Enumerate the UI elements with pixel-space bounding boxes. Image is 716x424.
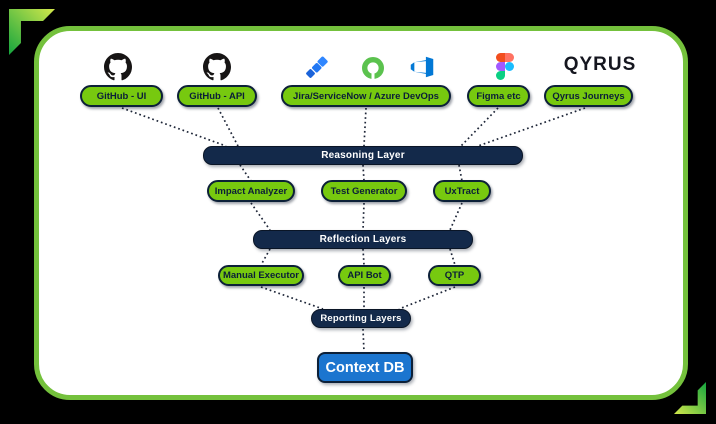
node-qtp: QTP <box>428 265 481 286</box>
pill-label: UxTract <box>444 185 480 197</box>
db-label: Context DB <box>325 359 405 376</box>
github-icon <box>203 53 231 81</box>
servicenow-icon <box>361 56 385 80</box>
node-impact-analyzer: Impact Analyzer <box>207 180 295 202</box>
pill-label: Impact Analyzer <box>214 185 288 197</box>
layer-label: Reasoning Layer <box>321 150 405 161</box>
pill-label: Jira/ServiceNow / Azure DevOps <box>293 90 439 102</box>
figma-icon <box>496 53 514 80</box>
qyrus-logo: QYRUS <box>552 53 648 77</box>
pill-label: Figma etc <box>476 90 521 102</box>
source-pill-qyrus-journeys: Qyrus Journeys <box>544 85 633 107</box>
qyrus-logo-text: QYRUS <box>563 54 637 75</box>
layer-label: Reflection Layers <box>319 234 407 245</box>
context-db-node: Context DB <box>317 352 413 383</box>
github-icon <box>104 53 132 81</box>
azure-devops-icon <box>410 55 434 79</box>
layer-label: Reporting Layers <box>320 313 402 324</box>
source-pill-github-api: GitHub - API <box>177 85 257 107</box>
pill-label: QTP <box>444 270 465 281</box>
pill-label: GitHub - API <box>189 90 245 102</box>
reflection-layers-bar: Reflection Layers <box>253 230 473 249</box>
node-test-generator: Test Generator <box>321 180 407 202</box>
pill-label: Manual Executor <box>222 270 300 281</box>
node-uxtract: UxTract <box>433 180 491 202</box>
node-manual-executor: Manual Executor <box>218 265 304 286</box>
jira-icon <box>305 55 329 79</box>
pill-label: Qyrus Journeys <box>552 90 625 102</box>
source-pill-github-ui: GitHub - UI <box>80 85 163 107</box>
pill-label: Test Generator <box>330 185 398 197</box>
source-pill-jira-servicenow-azure: Jira/ServiceNow / Azure DevOps <box>281 85 451 107</box>
reasoning-layer-bar: Reasoning Layer <box>203 146 523 165</box>
reporting-layers-bar: Reporting Layers <box>311 309 411 328</box>
node-api-bot: API Bot <box>338 265 391 286</box>
source-pill-figma: Figma etc <box>467 85 530 107</box>
pill-label: API Bot <box>347 270 382 281</box>
pill-label: GitHub - UI <box>96 90 147 102</box>
